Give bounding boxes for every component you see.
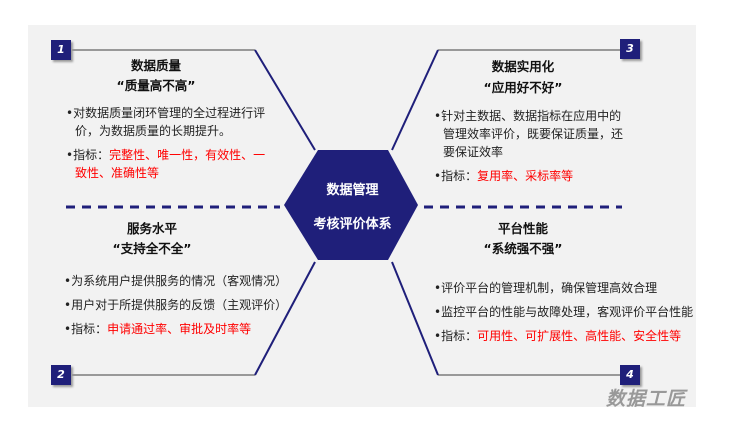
q4-bullet: •监控平台的性能与故障处理，客观评价平台性能 bbox=[434, 305, 694, 319]
connector-1-diag bbox=[254, 49, 316, 151]
q2-subtitle: “支持全不全” bbox=[112, 241, 192, 256]
q3-metric: •指标：复用率、采标率等 bbox=[434, 169, 574, 183]
q4-title: 平台性能 bbox=[497, 221, 548, 236]
q2-metric: •指标：申请通过率、审批及时率等 bbox=[64, 322, 252, 336]
q1-metric: •指标：完整性、唯一性，有效性、一致性、准确性等 bbox=[66, 148, 266, 180]
badge-3: 3 bbox=[620, 39, 640, 59]
badge-4: 4 bbox=[620, 365, 640, 385]
connector-3-diag bbox=[391, 49, 439, 151]
center-title-1: 数据管理 bbox=[326, 183, 379, 198]
q4-bullet: •评价平台的管理机制，确保管理高效合理 bbox=[434, 281, 658, 295]
q1-bullet: •对数据质量闭环管理的全过程进行评价，为数据质量的长期提升。 bbox=[66, 106, 266, 138]
q4-subtitle: “系统强不强” bbox=[483, 241, 563, 256]
center-hexagon bbox=[284, 150, 418, 260]
q2-body: •为系统用户提供服务的情况（客观情况） •用户对于所提供服务的反馈（主观评价） … bbox=[64, 272, 304, 344]
q2-bullet: •为系统用户提供服务的情况（客观情况） bbox=[64, 274, 288, 288]
q1-subtitle: “质量高不高” bbox=[116, 78, 196, 93]
q1-body: •对数据质量闭环管理的全过程进行评价，为数据质量的长期提升。 •指标：完整性、唯… bbox=[66, 104, 266, 188]
q4-metric: •指标：可用性、可扩展性、高性能、安全性等 bbox=[434, 329, 682, 343]
q1-title: 数据质量 bbox=[130, 58, 181, 73]
connector-2-diag bbox=[254, 261, 316, 376]
q3-bullet: •针对主数据、数据指标在应用中的管理效率评价，既要保证质量，还要保证效率 bbox=[434, 109, 624, 159]
badge-1: 1 bbox=[51, 40, 71, 60]
badge-2: 2 bbox=[51, 365, 71, 385]
q3-subtitle: “应用好不好” bbox=[483, 80, 563, 95]
q2-title: 服务水平 bbox=[126, 221, 177, 236]
center-title-2: 考核评价体系 bbox=[313, 217, 392, 232]
q3-body: •针对主数据、数据指标在应用中的管理效率评价，既要保证质量，还要保证效率 •指标… bbox=[434, 107, 624, 191]
q3-title: 数据实用化 bbox=[491, 59, 555, 74]
q4-body: •评价平台的管理机制，确保管理高效合理 •监控平台的性能与故障处理，客观评价平台… bbox=[434, 279, 704, 351]
watermark: 数据工匠 bbox=[606, 388, 687, 410]
connector-4-diag bbox=[391, 261, 439, 376]
q2-bullet: •用户对于所提供服务的反馈（主观评价） bbox=[64, 298, 288, 312]
